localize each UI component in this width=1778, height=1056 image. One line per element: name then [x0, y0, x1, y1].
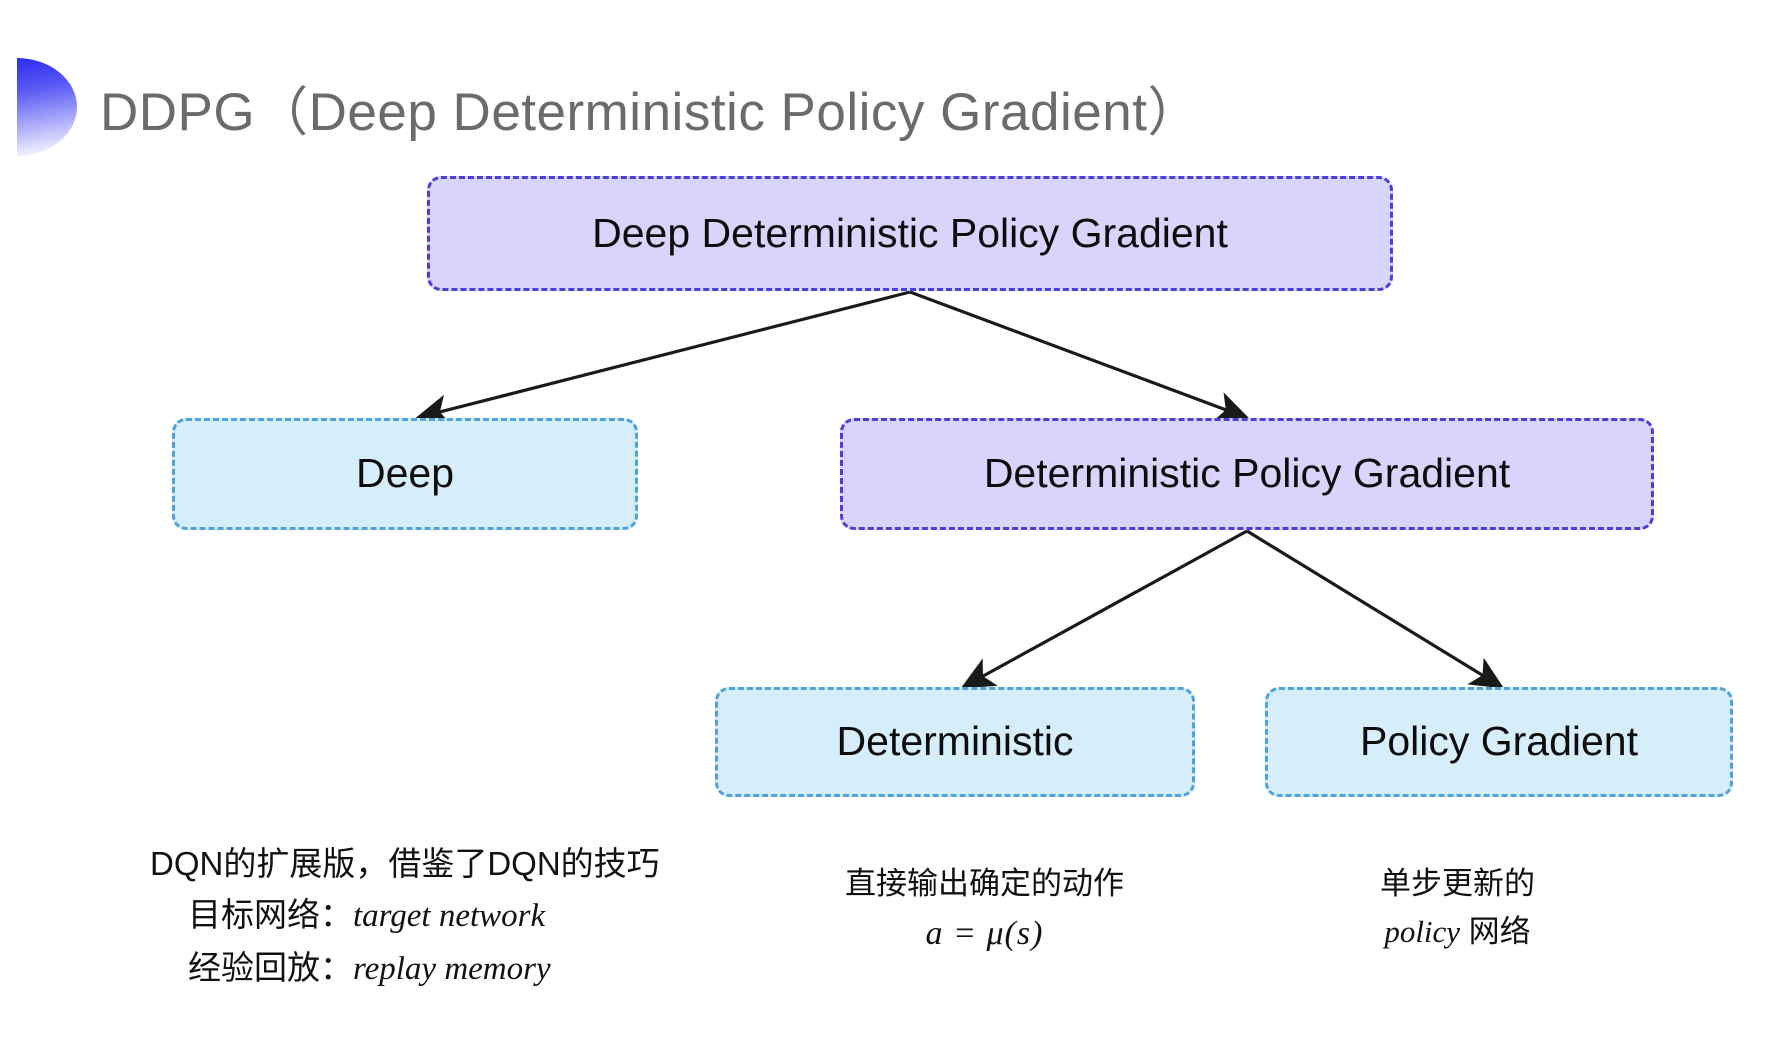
caption-deep-line2-term: target network	[353, 898, 546, 935]
title-bullet-icon	[17, 58, 77, 156]
node-deep-deterministic-policy-gradient[interactable]: Deep Deterministic Policy Gradient	[427, 176, 1393, 291]
caption-deep-line3-term: replay memory	[353, 951, 551, 988]
caption-deep: DQN的扩展版，借鉴了DQN的技巧 目标网络：target network 经验…	[150, 838, 660, 995]
edge-root-to-deep	[415, 290, 911, 426]
caption-deterministic-line1: 直接输出确定的动作	[845, 866, 1124, 901]
caption-deep-line1: DQN的扩展版，借鉴了DQN的技巧	[150, 845, 660, 882]
caption-deep-line3-label: 经验回放：	[188, 949, 353, 987]
node-deterministic[interactable]: Deterministic	[715, 687, 1195, 797]
caption-policy-gradient-line1: 单步更新的	[1380, 866, 1535, 901]
caption-deterministic: 直接输出确定的动作 a = μ(s)	[845, 860, 1124, 961]
edge-dpg-to-policy-gradient	[1246, 529, 1505, 689]
caption-deep-line3: 经验回放：replay memory	[150, 942, 660, 995]
node-deep[interactable]: Deep	[172, 418, 638, 530]
caption-deep-line2-label: 目标网络：	[188, 896, 353, 934]
edge-root-to-dpg	[909, 290, 1250, 422]
page-title: DDPG（Deep Deterministic Policy Gradient）	[100, 83, 1201, 142]
caption-policy-gradient: 单步更新的 policy 网络	[1380, 860, 1535, 956]
node-deterministic-policy-gradient[interactable]: Deterministic Policy Gradient	[840, 418, 1654, 530]
caption-policy-gradient-suffix: 网络	[1460, 914, 1531, 950]
edge-dpg-to-deterministic	[960, 529, 1248, 689]
caption-policy-gradient-term: policy	[1384, 914, 1461, 950]
node-policy-gradient[interactable]: Policy Gradient	[1265, 687, 1733, 797]
caption-policy-gradient-line2: policy 网络	[1380, 908, 1535, 956]
caption-deep-line2: 目标网络：target network	[150, 889, 660, 942]
slide-bottom-edge	[0, 1050, 1778, 1056]
caption-deterministic-formula: a = μ(s)	[925, 915, 1044, 953]
